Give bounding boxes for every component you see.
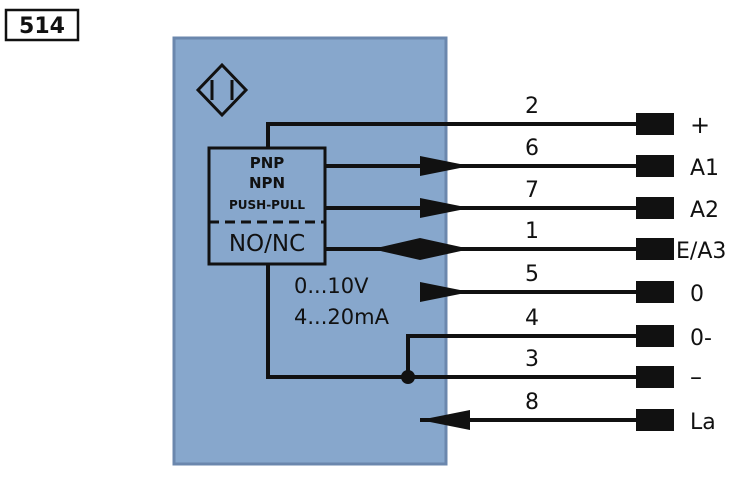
- terminal-block: [636, 409, 674, 431]
- junction-dot: [401, 370, 415, 384]
- pin-number: 4: [525, 306, 539, 331]
- terminal-block: [636, 113, 674, 135]
- wire-pin-4: [406, 334, 636, 377]
- arrow-out-5: [420, 282, 470, 302]
- pin-number: 1: [525, 219, 539, 244]
- arrow-bidirectional-1: [372, 238, 470, 260]
- diagram-id-box: [4, 8, 80, 42]
- output-type-push-pull: PUSH-PULL: [229, 198, 305, 212]
- terminal-block: [636, 155, 674, 177]
- terminal-block: [636, 325, 674, 347]
- pin-label: +: [690, 111, 710, 139]
- pin-number: 8: [525, 390, 539, 415]
- pin-number: 2: [525, 94, 539, 119]
- pin-label: –: [690, 363, 702, 391]
- pin-label: La: [690, 410, 716, 435]
- terminal-block: [636, 366, 674, 388]
- pin-number: 6: [525, 136, 539, 161]
- wire-pin-3: [266, 264, 636, 379]
- inductive-sensor-icon: [195, 62, 249, 118]
- diagram-id: 514: [19, 14, 65, 39]
- terminal-block: [636, 281, 674, 303]
- output-logic-block: [207, 146, 327, 266]
- pin-label: 0: [690, 282, 704, 307]
- terminal-block: [636, 197, 674, 219]
- pin-label: 0-: [690, 326, 712, 351]
- arrow-out-7: [420, 198, 470, 218]
- arrow-out-6: [420, 156, 470, 176]
- pin-number: 3: [525, 347, 539, 372]
- terminal-block: [636, 238, 674, 260]
- output-type-pnp: PNP: [250, 154, 285, 172]
- switch-mode-label: NO/NC: [229, 231, 305, 257]
- analog-voltage-label: 0...10V: [294, 274, 369, 298]
- arrow-in-8: [420, 410, 470, 430]
- pin-label: A1: [690, 156, 719, 181]
- pin-number: 5: [525, 262, 539, 287]
- output-type-npn: NPN: [249, 174, 285, 192]
- pin-label: A2: [690, 198, 719, 223]
- pin-label: E/A3: [676, 239, 726, 264]
- wire-pin-2: [266, 122, 636, 148]
- pin-number: 7: [525, 178, 539, 203]
- analog-current-label: 4...20mA: [294, 305, 390, 329]
